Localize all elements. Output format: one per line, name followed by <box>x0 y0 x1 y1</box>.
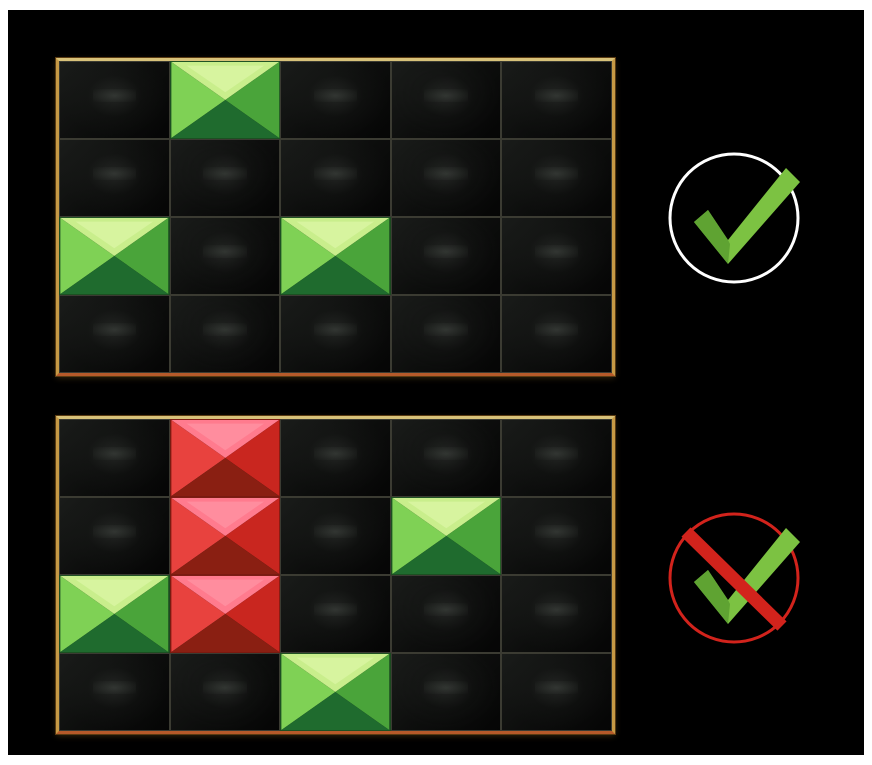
empty-cell <box>391 653 502 731</box>
empty-cell <box>280 575 391 653</box>
green-pyramid-block <box>280 653 391 731</box>
empty-cell <box>391 139 502 217</box>
green-pyramid-block <box>391 497 502 575</box>
empty-cell <box>170 295 281 373</box>
empty-cell <box>170 139 281 217</box>
empty-cell <box>59 139 170 217</box>
green-pyramid-block <box>59 217 170 295</box>
empty-cell <box>391 61 502 139</box>
empty-cell <box>391 217 502 295</box>
empty-cell <box>280 61 391 139</box>
green-pyramid-block <box>59 575 170 653</box>
empty-cell <box>59 61 170 139</box>
red-pyramid-block <box>170 497 281 575</box>
empty-cell <box>501 217 612 295</box>
empty-cell <box>59 295 170 373</box>
red-pyramid-block <box>170 575 281 653</box>
empty-cell <box>391 295 502 373</box>
empty-cell <box>170 217 281 295</box>
green-pyramid-block <box>170 61 281 139</box>
empty-cell <box>391 419 502 497</box>
empty-cell <box>391 575 502 653</box>
empty-cell <box>280 295 391 373</box>
board-valid <box>56 58 615 376</box>
empty-cell <box>59 419 170 497</box>
crossed-check-icon <box>664 508 804 648</box>
check-circle-icon <box>664 148 804 288</box>
empty-cell <box>501 139 612 217</box>
empty-cell <box>501 653 612 731</box>
empty-cell <box>501 419 612 497</box>
green-pyramid-block <box>280 217 391 295</box>
empty-cell <box>501 295 612 373</box>
empty-cell <box>280 139 391 217</box>
game-stage <box>8 10 864 755</box>
red-pyramid-block <box>170 419 281 497</box>
board-invalid <box>56 416 615 734</box>
empty-cell <box>59 497 170 575</box>
empty-cell <box>280 419 391 497</box>
empty-cell <box>280 497 391 575</box>
empty-cell <box>59 653 170 731</box>
empty-cell <box>501 497 612 575</box>
empty-cell <box>170 653 281 731</box>
empty-cell <box>501 61 612 139</box>
empty-cell <box>501 575 612 653</box>
